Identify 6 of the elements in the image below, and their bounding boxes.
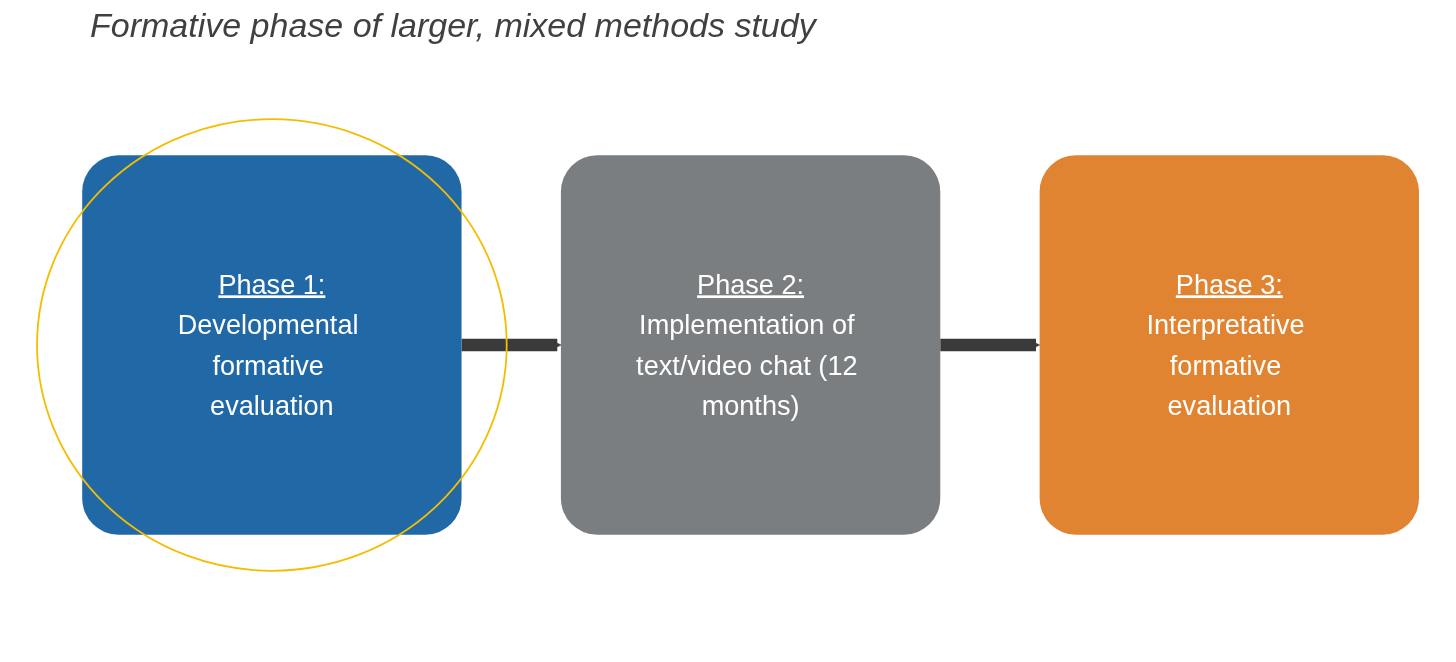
slide-title: Formative phase of larger, mixed methods study — [90, 6, 819, 45]
arrow — [940, 338, 1040, 352]
node-box: Phase 2: Implementation of text/video chat (12 months) — [560, 155, 941, 535]
arrow — [461, 338, 562, 352]
node-box: Phase 3: Interpretative formative evaluation — [1039, 155, 1419, 535]
node-box: Phase 1: Developmental formative evaluation — [82, 155, 462, 535]
